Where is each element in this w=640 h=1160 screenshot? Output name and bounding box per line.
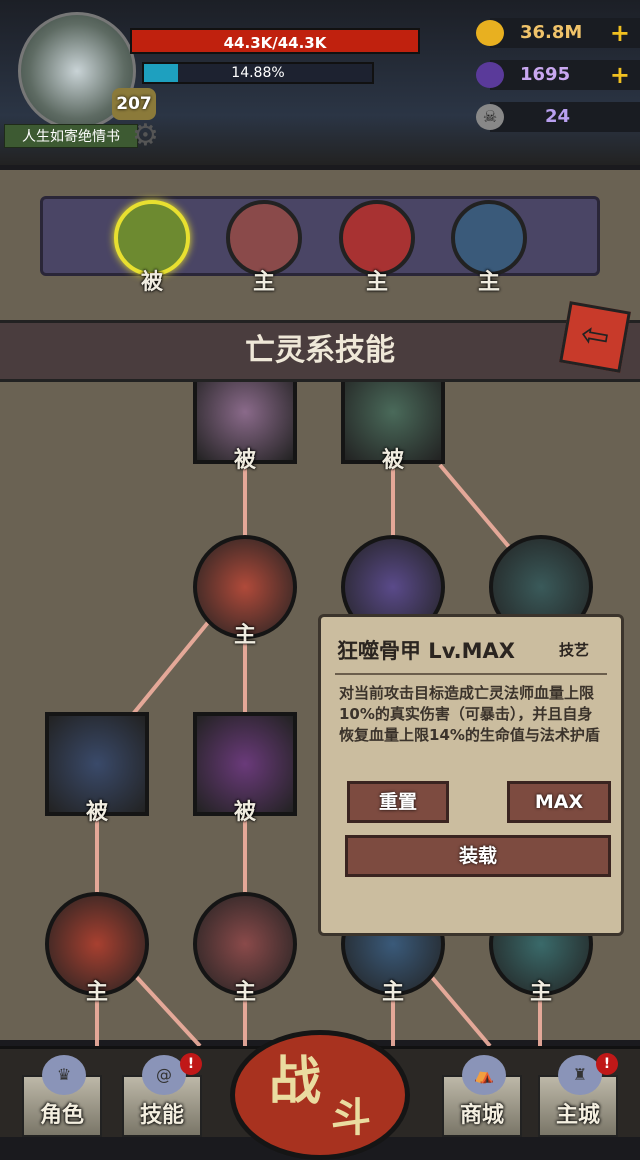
skill-node[interactable]	[193, 535, 297, 639]
skill-detail-popup: 狂噬骨甲 Lv.MAX 技艺 对当前攻击目标造成亡灵法师血量上限10%的真实伤害…	[318, 614, 624, 936]
skill-type-tag: 被	[141, 270, 164, 295]
divider	[335, 673, 607, 675]
coin-icon	[476, 20, 504, 46]
nav-character[interactable]: ♛ 角色	[22, 1055, 102, 1137]
skill-name: 狂噬骨甲 Lv.MAX	[337, 639, 515, 663]
skill-type-tag: 主	[234, 623, 257, 648]
skill-type-tag: 主	[253, 270, 276, 295]
battle-label-1: 战	[269, 1052, 322, 1112]
skill-type-tag: 主	[530, 980, 553, 1005]
xp-bar: 14.88%	[142, 62, 374, 84]
equip-button[interactable]: 装载	[345, 835, 611, 877]
gem-value: 1695	[520, 64, 571, 85]
equipped-skill-slot[interactable]	[114, 200, 190, 276]
add-gold-button[interactable]: +	[609, 19, 630, 47]
skill-type-tag: 被	[234, 800, 257, 825]
nav-skills[interactable]: @ 技能!	[122, 1053, 202, 1137]
player-name: 人生如寄绝情书	[4, 124, 138, 148]
skull-value: 24	[545, 106, 571, 127]
skill-node[interactable]	[193, 712, 297, 816]
nav-label: 主城	[555, 1103, 600, 1128]
skill-node[interactable]	[45, 892, 149, 996]
skill-type-tag: 主	[478, 270, 501, 295]
nav-city[interactable]: ♜ 主城!	[538, 1053, 618, 1137]
nav-label: 角色	[39, 1103, 84, 1128]
skill-type-tag: 主	[86, 980, 109, 1005]
reset-button[interactable]: 重置	[347, 781, 449, 823]
skill-type-tag: 主	[366, 270, 389, 295]
nav-label: 商城	[459, 1103, 504, 1128]
equipped-skill-slot[interactable]	[226, 200, 302, 276]
page-title: 亡灵系技能	[245, 333, 395, 368]
hp-bar: 44.3K/44.3K	[130, 28, 420, 54]
alert-badge-icon: !	[180, 1053, 202, 1075]
tent-icon: ⛺	[462, 1055, 506, 1095]
castle-icon: ♜	[558, 1055, 602, 1095]
gold-value: 36.8M	[520, 22, 583, 43]
skill-node[interactable]	[45, 712, 149, 816]
gold-display: 36.8M +	[476, 18, 640, 48]
nav-shop[interactable]: ⛺ 商城	[442, 1055, 522, 1137]
skill-category: 技艺	[558, 641, 589, 659]
equipped-skill-slot[interactable]	[451, 200, 527, 276]
player-level: 207	[112, 88, 156, 120]
skill-type-tag: 主	[382, 980, 405, 1005]
skill-description: 对当前攻击目标造成亡灵法师血量上限10%的真实伤害（可暴击），并且自身恢复血量上…	[339, 684, 600, 744]
swirl-icon: @	[142, 1055, 186, 1095]
helmet-icon: ♛	[42, 1055, 86, 1095]
skill-type-tag: 被	[86, 800, 109, 825]
back-arrow-button[interactable]: ⇦	[559, 301, 631, 373]
skill-type-tag: 被	[234, 448, 257, 473]
skill-type-tag: 主	[234, 980, 257, 1005]
ram-skull-icon: ☠	[476, 104, 504, 130]
skill-type-tag: 被	[382, 448, 405, 473]
battle-button[interactable]: 战斗	[230, 1030, 410, 1160]
gem-icon	[476, 62, 504, 88]
max-button[interactable]: MAX	[507, 781, 611, 823]
gem-display: 1695 +	[476, 60, 640, 90]
alert-badge-icon: !	[596, 1053, 618, 1075]
xp-text: 14.88%	[231, 65, 285, 81]
nav-label: 技能	[139, 1103, 184, 1128]
add-gems-button[interactable]: +	[609, 61, 630, 89]
battle-label-2: 斗	[331, 1095, 371, 1141]
skull-display: ☠ 24	[476, 102, 640, 132]
skill-node[interactable]	[193, 892, 297, 996]
settings-gear-icon[interactable]: ⚙	[132, 118, 159, 153]
title-bar: 亡灵系技能	[0, 320, 640, 382]
equipped-skill-slot[interactable]	[339, 200, 415, 276]
